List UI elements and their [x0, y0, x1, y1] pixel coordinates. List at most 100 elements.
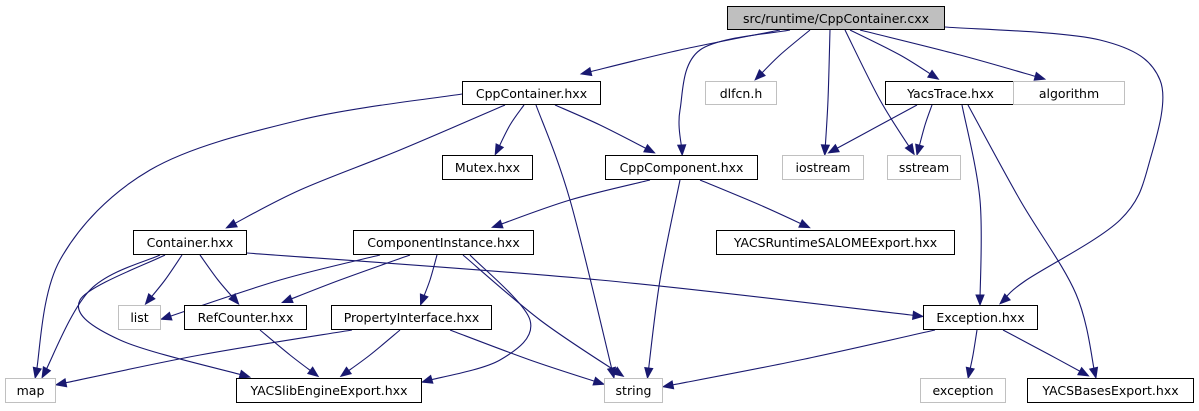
edge-line: [831, 104, 918, 152]
node-root[interactable]: src/runtime/CppContainer.cxx: [727, 6, 945, 30]
arrowhead-icon: [1077, 366, 1090, 377]
arrowhead-icon: [965, 366, 975, 380]
edge-propertyinterface_hxx-to-string: [449, 329, 606, 386]
arrowhead-icon: [643, 143, 656, 154]
edge-propertyinterface_hxx-to-yacslibengineexport_hxx: [339, 329, 401, 378]
arrowhead-icon: [820, 144, 831, 157]
node-iostream: iostream: [782, 155, 864, 180]
edge-exception_hxx-to-yacsbasesexport_hxx: [1002, 329, 1090, 377]
arrowhead-icon: [999, 293, 1011, 305]
arrowhead-icon: [912, 310, 925, 320]
arrowhead-icon: [904, 142, 915, 156]
edge-root-to-yacstrace_hxx: [849, 29, 940, 80]
node-label: iostream: [795, 160, 851, 175]
arrowhead-icon: [926, 69, 940, 80]
node-map: map: [5, 378, 56, 403]
node-label: Mutex.hxx: [454, 160, 521, 175]
edge-componentinstance_hxx-to-string: [462, 254, 625, 377]
edge-root-to-exception_hxx: [944, 26, 1164, 305]
node-yacstrace-hxx[interactable]: YacsTrace.hxx: [885, 81, 1016, 105]
edge-line: [59, 329, 353, 385]
arrowhead-icon: [798, 218, 811, 229]
edge-cppcontainer_hxx-to-string: [535, 104, 617, 380]
edge-exception_hxx-to-string: [661, 329, 936, 390]
edge-line: [343, 329, 401, 375]
edge-line: [678, 29, 791, 152]
edge-line: [535, 104, 614, 375]
node-label: RefCounter.hxx: [197, 310, 294, 325]
node-yacslibengineexport-hxx[interactable]: YACSlibEngineExport.hxx: [236, 378, 422, 403]
edge-container_hxx-to-yacslibengineexport_hxx: [77, 254, 252, 379]
arrowhead-icon: [676, 144, 687, 157]
node-label: algorithm: [1038, 85, 1100, 101]
edge-line: [285, 254, 411, 302]
node-componentinstance-hxx[interactable]: ComponentInstance.hxx: [353, 230, 534, 255]
arrowhead-icon: [1033, 71, 1047, 81]
edge-line: [199, 254, 237, 302]
arrowhead-icon: [281, 294, 294, 304]
node-label: sstream: [898, 160, 950, 175]
node-label: dlfcn.h: [719, 85, 763, 101]
edge-componentinstance_hxx-to-yacslibengineexport_hxx: [420, 254, 532, 384]
arrowhead-icon: [611, 366, 625, 377]
node-label: exception: [932, 383, 994, 398]
arrowhead-icon: [592, 376, 606, 386]
node-label: PropertyInterface.hxx: [343, 310, 480, 325]
edge-line: [699, 179, 807, 227]
arrowhead-icon: [490, 219, 504, 229]
arrowhead-icon: [225, 218, 238, 229]
edge-line: [421, 254, 438, 302]
edge-cppcontainer_hxx-to-map: [32, 93, 463, 380]
node-label: Container.hxx: [146, 235, 234, 250]
arrowhead-icon: [420, 374, 434, 384]
edge-root-to-algorithm: [859, 29, 1047, 81]
arrowhead-icon: [228, 292, 240, 306]
edge-line: [757, 29, 811, 78]
node-label: CppContainer.hxx: [475, 85, 588, 101]
edge-line: [917, 104, 933, 152]
edge-root-to-iostream: [820, 29, 831, 157]
edge-line: [147, 254, 183, 302]
edge-cppcomponent_hxx-to-yacsruntimesalomeexport_hxx: [699, 179, 811, 229]
edge-yacstrace_hxx-to-iostream: [827, 104, 918, 154]
edge-line: [944, 26, 1164, 302]
arrowhead-icon: [41, 366, 52, 379]
arrowhead-icon: [419, 293, 429, 306]
edge-line: [77, 254, 247, 377]
node-label: YacsTrace.hxx: [907, 85, 994, 101]
arrowhead-icon: [159, 311, 173, 321]
arrowhead-icon: [579, 66, 593, 77]
node-label: Exception.hxx: [936, 310, 1025, 325]
edge-propertyinterface_hxx-to-map: [54, 329, 353, 388]
edge-yacstrace_hxx-to-sstream: [915, 104, 933, 157]
node-yacsruntimesalomeexport-hxx[interactable]: YACSRuntimeSALOMEExport.hxx: [716, 230, 955, 255]
node-label: ComponentInstance.hxx: [367, 235, 520, 250]
node-label: src/runtime/CppContainer.cxx: [742, 10, 930, 26]
node-label: YACSRuntimeSALOMEExport.hxx: [733, 235, 938, 250]
node-container-hxx[interactable]: Container.hxx: [133, 230, 247, 255]
edge-root-to-cppcomponent_hxx: [676, 29, 791, 157]
node-exception-hxx[interactable]: Exception.hxx: [923, 305, 1038, 330]
edge-root-to-sstream: [844, 29, 915, 156]
edge-line: [259, 329, 316, 375]
node-refcounter-hxx[interactable]: RefCounter.hxx: [184, 305, 307, 330]
edge-exception_hxx-to-exception: [965, 329, 978, 380]
arrowhead-icon: [494, 143, 505, 156]
arrowhead-icon: [644, 366, 654, 380]
node-cppcontainer-hxx[interactable]: CppContainer.hxx: [462, 81, 601, 105]
node-propertyinterface-hxx[interactable]: PropertyInterface.hxx: [331, 305, 492, 330]
node-label: string: [615, 383, 652, 398]
edge-container_hxx-to-refcounter_hxx: [199, 254, 240, 306]
node-label: list: [130, 310, 149, 325]
edge-cppcomponent_hxx-to-componentinstance_hxx: [490, 179, 651, 229]
arrowhead-icon: [339, 366, 353, 378]
edge-refcounter_hxx-to-yacslibengineexport_hxx: [259, 329, 320, 378]
edge-line: [462, 254, 621, 375]
node-mutex-hxx[interactable]: Mutex.hxx: [442, 155, 533, 180]
arrowhead-icon: [661, 380, 675, 390]
arrowhead-icon: [915, 143, 925, 157]
node-yacsbasesexport-hxx[interactable]: YACSBasesExport.hxx: [1027, 378, 1194, 403]
edge-container_hxx-to-list: [144, 254, 183, 306]
node-cppcomponent-hxx[interactable]: CppComponent.hxx: [605, 155, 758, 180]
